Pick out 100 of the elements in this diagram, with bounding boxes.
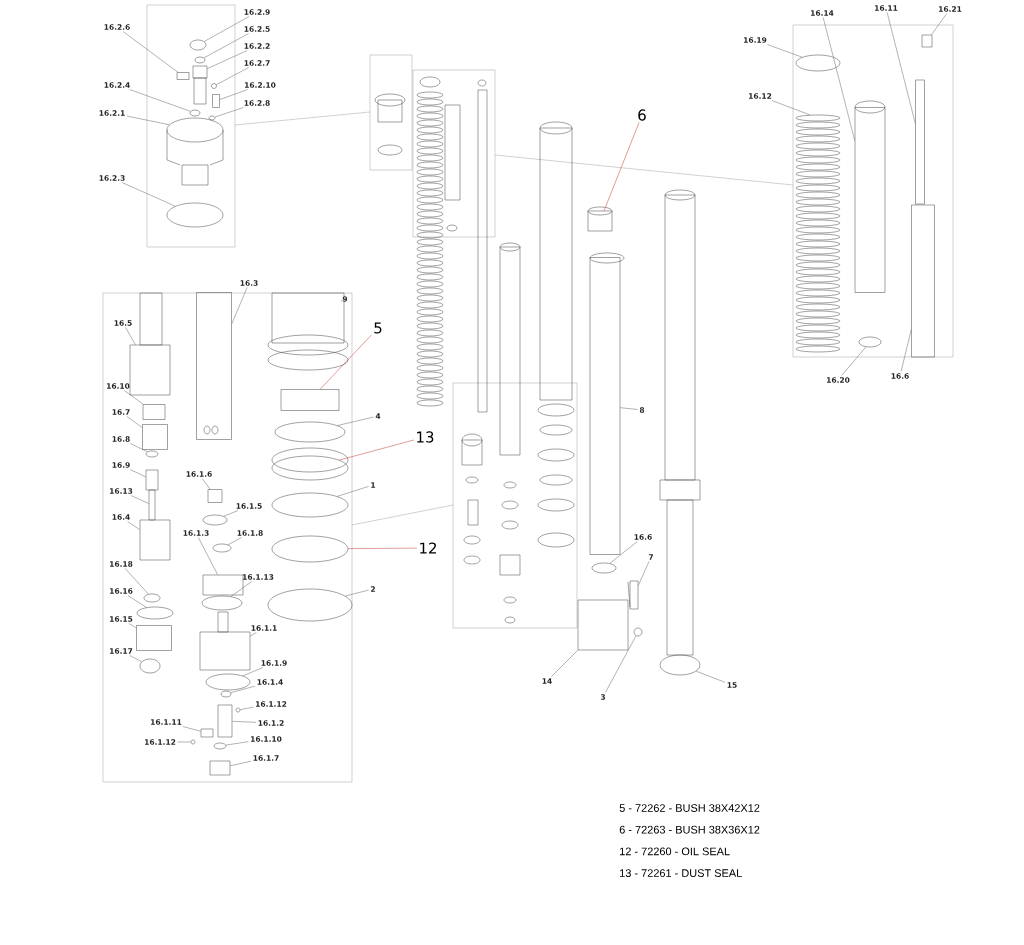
ring-part	[212, 543, 232, 553]
leader-line	[230, 581, 252, 597]
part-outline	[129, 344, 171, 396]
ring-part	[166, 202, 224, 228]
leader-line	[214, 107, 244, 118]
ring-part	[267, 588, 353, 622]
leader-line	[767, 44, 803, 58]
leader-line	[177, 741, 191, 743]
ring-part	[795, 114, 841, 122]
part-outline	[148, 489, 156, 521]
leader-line	[638, 561, 650, 586]
part-outline	[145, 469, 159, 491]
leader-line	[202, 478, 211, 490]
leader-line	[603, 122, 640, 211]
part-outline	[217, 704, 233, 738]
leader-line	[900, 329, 912, 372]
leader-line	[822, 17, 855, 141]
leader-line	[207, 50, 248, 69]
leader-line	[219, 89, 248, 100]
parts-note: 13 - 72261 - DUST SEAL	[620, 869, 742, 877]
leader-line	[337, 416, 374, 426]
callout-number: 12	[420, 542, 436, 554]
leader-line	[130, 443, 148, 453]
ring-part	[235, 707, 241, 713]
ring-part	[271, 492, 349, 518]
ring-part	[202, 514, 228, 526]
leader-line	[695, 670, 726, 683]
leader-line	[231, 287, 248, 325]
leader-line	[250, 632, 257, 637]
ring-part	[858, 336, 882, 348]
leader-line	[319, 334, 372, 390]
ring-part	[213, 742, 227, 750]
leader-line	[886, 12, 916, 124]
leader-line	[127, 595, 147, 608]
ring-part	[143, 593, 161, 603]
leader-line	[198, 537, 218, 575]
ring-part	[205, 673, 251, 691]
ring-part	[145, 450, 159, 458]
part-outline	[202, 574, 244, 596]
callout-number: 6	[638, 109, 646, 121]
leader-line	[225, 741, 249, 746]
leader-line	[122, 31, 179, 73]
leader-line	[216, 67, 249, 85]
ring-part	[201, 595, 243, 611]
part-outline	[589, 257, 621, 555]
leader-line	[126, 115, 170, 125]
leader-line	[232, 721, 257, 723]
leader-line	[620, 407, 638, 410]
part-outline	[280, 389, 340, 411]
part-outline	[911, 204, 935, 358]
leader-line	[182, 726, 201, 732]
leader-line	[605, 635, 637, 693]
parts-note: 12 - 72260 - OIL SEAL	[620, 847, 730, 856]
part-outline	[921, 34, 933, 48]
ring-part	[591, 562, 617, 574]
ring-part	[271, 535, 349, 563]
part-outline	[915, 79, 925, 205]
ring-part	[189, 39, 207, 51]
ring-part	[795, 54, 841, 72]
part-outline	[212, 94, 220, 108]
leader-line	[129, 89, 191, 112]
leader-line	[124, 390, 144, 405]
part-outline	[199, 631, 251, 671]
leader-line	[931, 13, 947, 35]
leader-line	[340, 299, 345, 302]
leader-line	[130, 495, 149, 504]
leader-line	[203, 33, 249, 59]
parts-note: 6 - 72263 - BUSH 38X36X12	[619, 825, 760, 834]
ring-part	[659, 654, 701, 676]
ring-part	[166, 117, 224, 143]
part-outline	[200, 728, 214, 738]
leader-line	[129, 655, 142, 662]
part-outline	[577, 599, 629, 651]
ring-part	[220, 690, 232, 698]
leader-line	[126, 416, 143, 428]
ring-part	[194, 56, 206, 64]
leader-line	[121, 182, 176, 207]
part-outline	[136, 625, 172, 651]
leader-line	[339, 439, 415, 461]
part-outline	[271, 292, 345, 344]
leader-line	[242, 667, 264, 677]
part-outline	[139, 519, 171, 561]
part-outline	[207, 489, 223, 503]
ring-part	[211, 83, 217, 89]
leader-line	[348, 547, 418, 549]
leader-line	[841, 346, 867, 376]
part-outline	[209, 760, 231, 776]
ring-part	[139, 658, 161, 674]
part-outline	[192, 65, 208, 79]
parts-note: 5 - 72262 - BUSH 38X42X12	[619, 804, 760, 812]
leader-line	[223, 510, 239, 517]
leader-line	[771, 100, 811, 116]
part-outline	[142, 424, 168, 450]
leader-line	[130, 469, 146, 478]
part-outline	[176, 72, 190, 80]
part-outline	[142, 404, 166, 420]
leader-line	[125, 327, 136, 345]
ring-part	[633, 627, 643, 637]
ring-part	[208, 115, 216, 121]
leader-line	[124, 568, 149, 595]
